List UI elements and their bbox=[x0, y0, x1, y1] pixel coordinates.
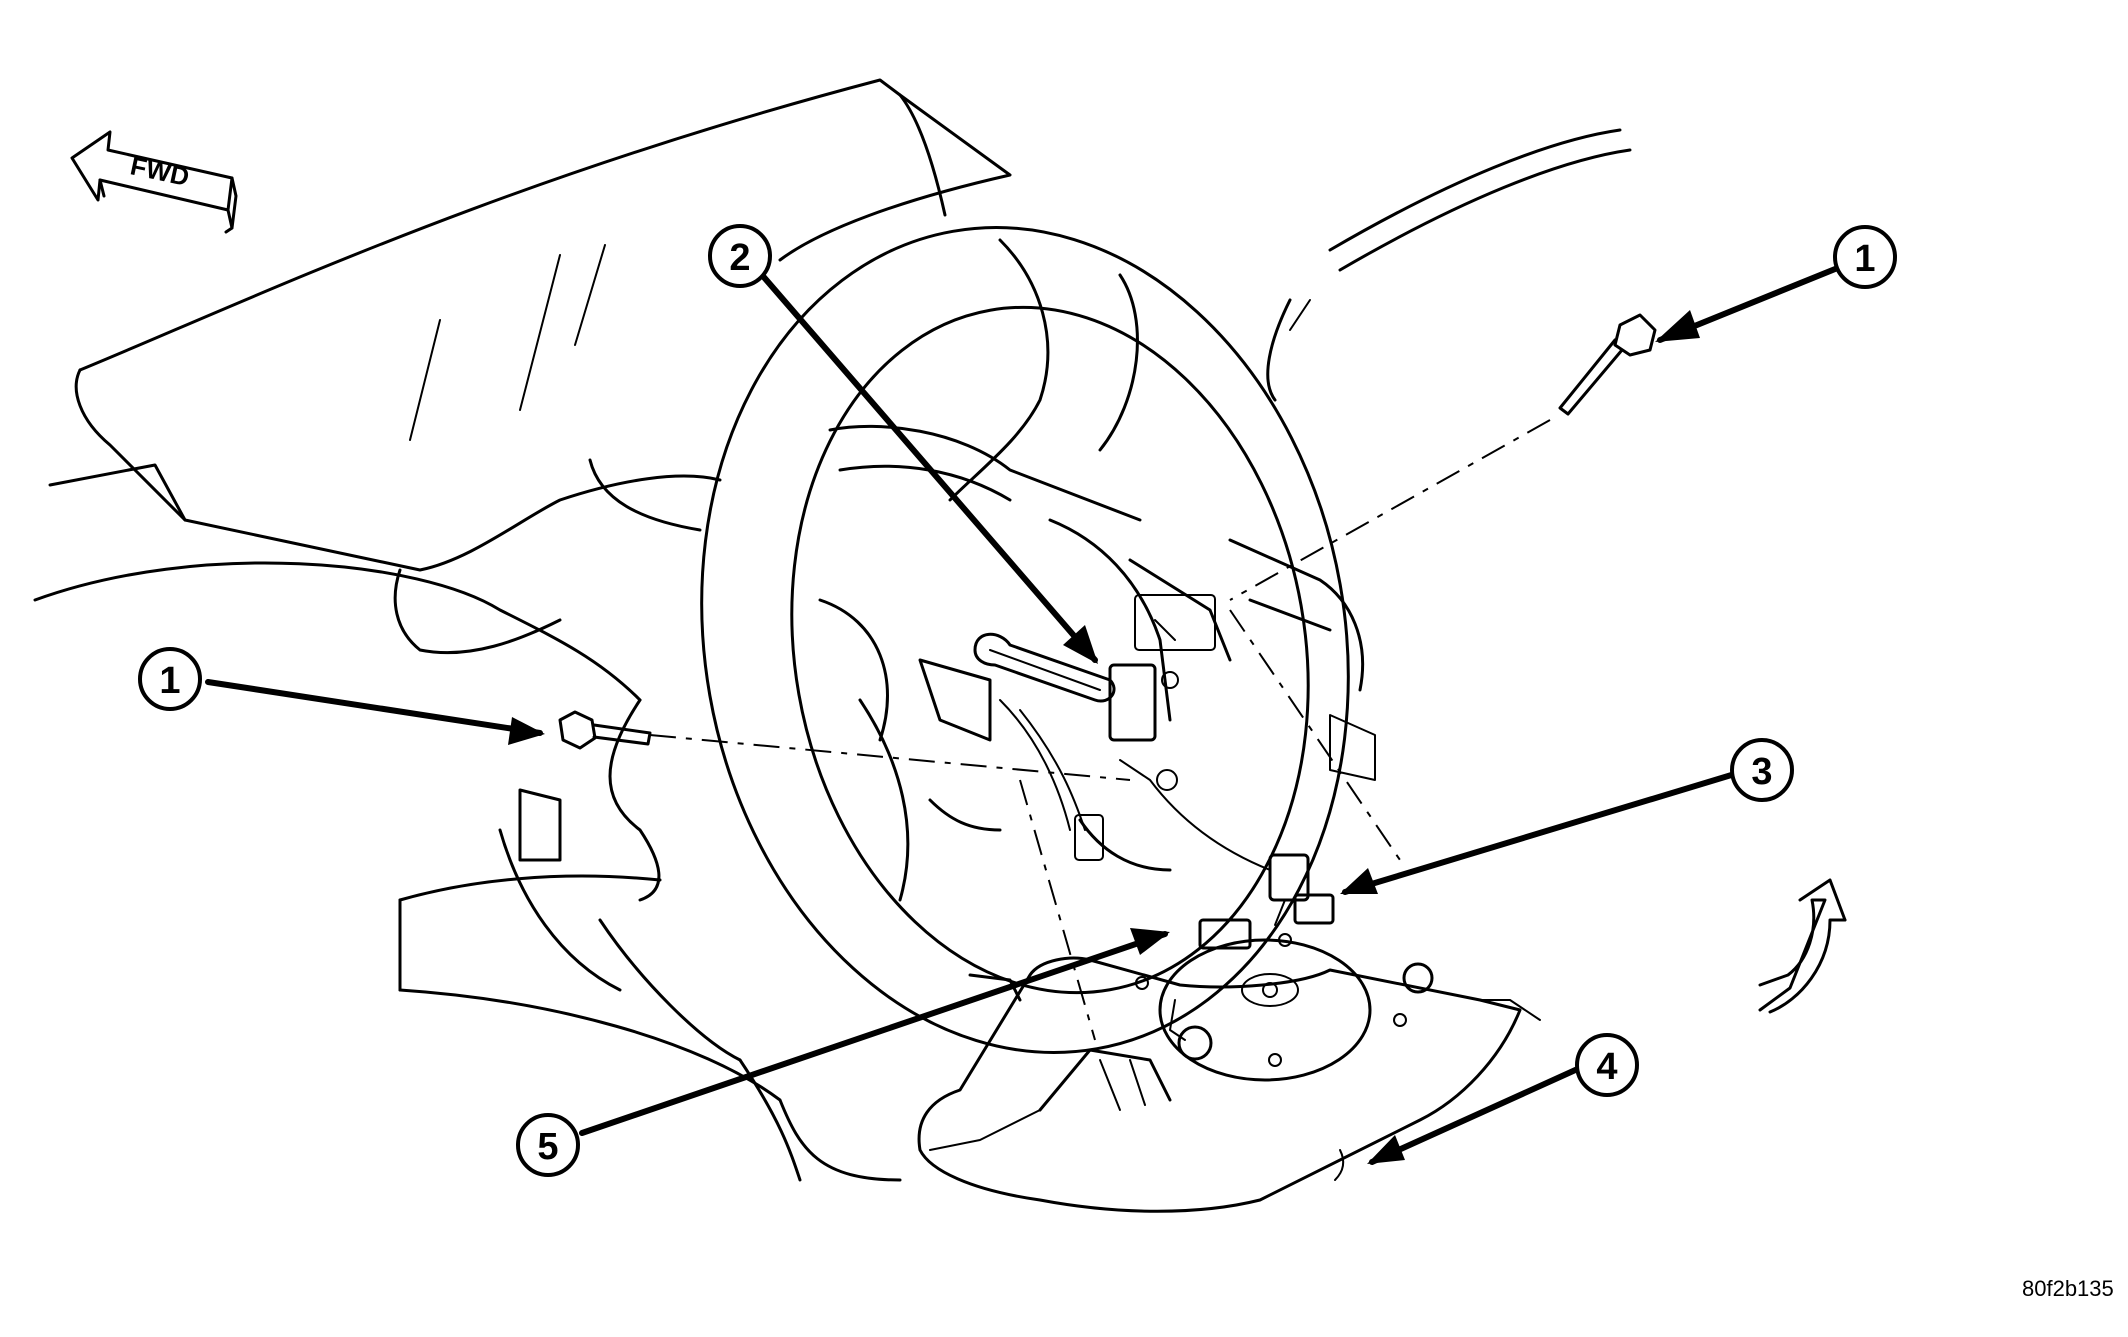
callout-number: 3 bbox=[1751, 751, 1772, 793]
callout-number: 5 bbox=[537, 1126, 558, 1168]
airbag-module bbox=[917, 933, 1541, 1213]
callout-5: 5 bbox=[516, 1113, 580, 1177]
steering-wheel bbox=[700, 226, 1376, 1054]
installation-axes bbox=[649, 419, 1551, 1041]
screw-right bbox=[1558, 313, 1657, 416]
callout-number: 1 bbox=[159, 660, 180, 702]
leader-1-left bbox=[205, 679, 543, 736]
rotation-arrow-icon bbox=[1758, 878, 1847, 1014]
callout-2: 2 bbox=[708, 224, 772, 288]
leader-2 bbox=[759, 272, 1098, 663]
callout-number: 2 bbox=[729, 237, 750, 279]
screw-left bbox=[558, 710, 652, 750]
arrowhead-1-left bbox=[508, 717, 545, 745]
arrowhead-4 bbox=[1367, 1135, 1405, 1164]
fwd-label: FWD bbox=[128, 150, 192, 192]
leader-lines bbox=[205, 262, 1848, 1165]
callout-1-left: 1 bbox=[138, 647, 202, 711]
arrowhead-5 bbox=[1130, 928, 1170, 955]
callout-number: 4 bbox=[1596, 1046, 1617, 1088]
fwd-arrow-icon: FWD bbox=[70, 130, 238, 234]
callout-4: 4 bbox=[1575, 1033, 1639, 1097]
leader-3 bbox=[1342, 770, 1741, 895]
clockspring-connector bbox=[973, 594, 1271, 871]
arrowhead-3 bbox=[1340, 868, 1378, 894]
callout-3: 3 bbox=[1730, 738, 1794, 802]
leader-5 bbox=[579, 931, 1168, 1136]
instrument-panel bbox=[33, 78, 1632, 1182]
arrowhead-2 bbox=[1063, 625, 1098, 664]
leader-4 bbox=[1369, 1064, 1585, 1165]
module-connectors bbox=[1198, 853, 1335, 950]
figure-reference-code: 80f2b135 bbox=[2022, 1276, 2114, 1301]
callout-number: 1 bbox=[1854, 238, 1875, 280]
callout-1-right: 1 bbox=[1833, 225, 1897, 289]
arrowhead-1-right bbox=[1655, 310, 1700, 342]
